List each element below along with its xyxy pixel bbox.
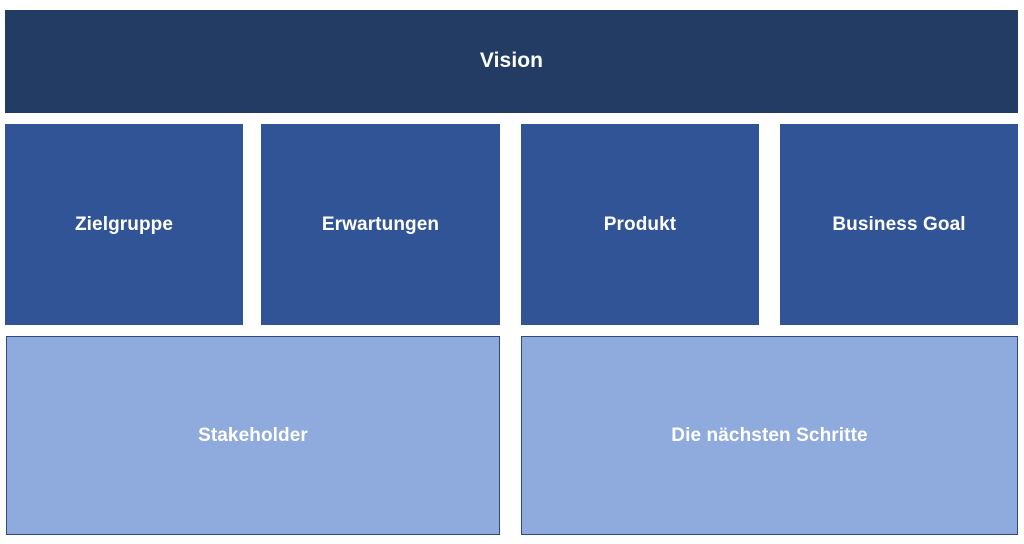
pillar-box-produkt[interactable]: Produkt	[521, 124, 759, 325]
pillar-box-erwartungen[interactable]: Erwartungen	[261, 124, 500, 325]
footer-box-label: Die nächsten Schritte	[671, 424, 868, 446]
footer-box-naechste-schritte[interactable]: Die nächsten Schritte	[521, 336, 1018, 535]
pillar-box-label: Zielgruppe	[74, 213, 174, 235]
pillar-box-label: Erwartungen	[321, 213, 440, 235]
pillar-box-zielgruppe[interactable]: Zielgruppe	[5, 124, 243, 325]
vision-box-label: Vision	[479, 49, 544, 73]
vision-box[interactable]: Vision	[5, 10, 1018, 113]
pillar-box-label: Produkt	[603, 213, 677, 235]
footer-box-label: Stakeholder	[198, 424, 308, 446]
footer-box-stakeholder[interactable]: Stakeholder	[6, 336, 500, 535]
pillar-box-label: Business Goal	[832, 213, 966, 235]
pillar-box-business-goal[interactable]: Business Goal	[780, 124, 1018, 325]
